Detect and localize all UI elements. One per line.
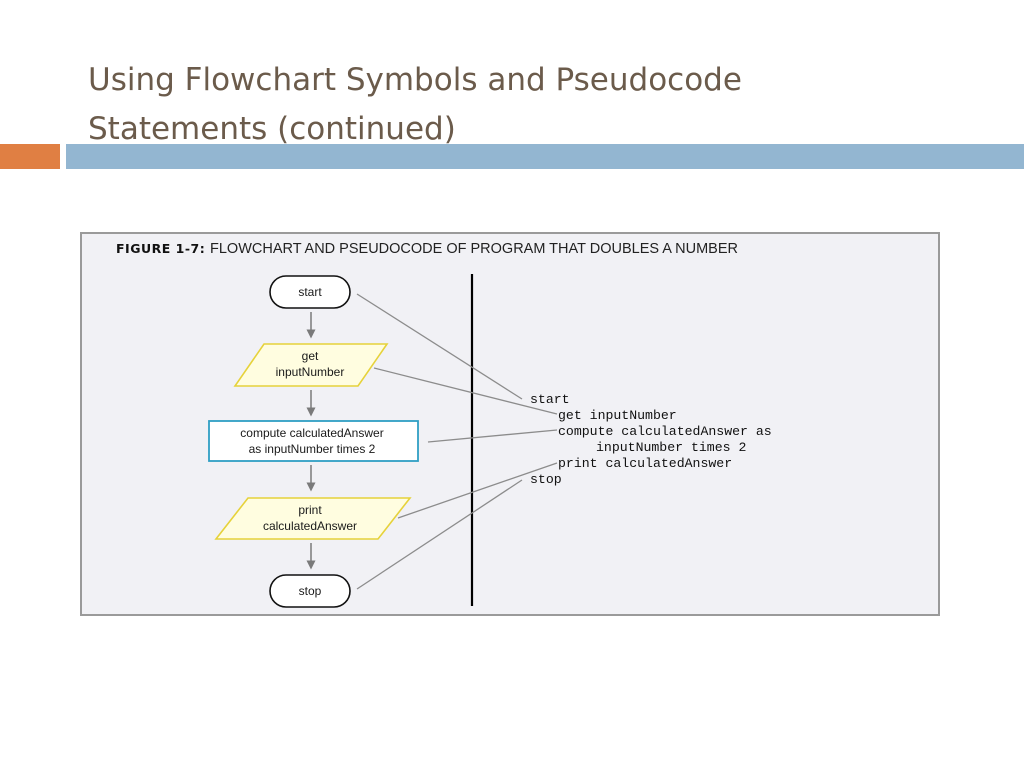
output-line2: calculatedAnswer	[263, 519, 357, 533]
process-line2: as inputNumber times 2	[249, 442, 376, 456]
slide-title-line1: Using Flowchart Symbols and Pseudocode	[88, 62, 742, 98]
input-parallelogram	[233, 343, 389, 387]
connector-process	[427, 429, 558, 443]
pseudocode-line-3: compute calculatedAnswer as	[558, 424, 772, 439]
figure-label: FIGURE 1-7:	[116, 241, 205, 256]
output-line1: print	[298, 503, 322, 517]
figure-panel: FIGURE 1-7: FLOWCHART AND PSEUDOCODE OF …	[80, 232, 940, 616]
slide-title-line2: Statements (continued)	[88, 111, 456, 147]
process-box	[208, 420, 419, 462]
pseudocode-line-2: get inputNumber	[558, 408, 677, 423]
accent-bar-blue	[66, 144, 1024, 169]
connector-input	[373, 367, 558, 415]
pseudocode-line-6: stop	[530, 472, 562, 487]
connector-stop	[356, 479, 523, 590]
pseudocode-line-4: inputNumber times 2	[596, 440, 746, 455]
process-line1: compute calculatedAnswer	[240, 426, 383, 440]
pseudocode-line-5: print calculatedAnswer	[558, 456, 732, 471]
accent-bar-orange	[0, 144, 60, 169]
stop-terminal	[269, 574, 351, 608]
start-terminal-label: start	[298, 285, 322, 299]
connector-start	[356, 293, 523, 400]
input-line2: inputNumber	[276, 365, 345, 379]
input-line1: get	[302, 349, 319, 363]
pseudocode-line-1: start	[530, 392, 570, 407]
slide-title: Using Flowchart Symbols and Pseudocode S…	[88, 56, 988, 154]
figure-caption: FLOWCHART AND PSEUDOCODE OF PROGRAM THAT…	[210, 241, 738, 257]
output-parallelogram	[214, 497, 412, 540]
start-terminal	[269, 275, 351, 309]
connector-output	[397, 462, 558, 519]
flowchart-diagram: FIGURE 1-7: FLOWCHART AND PSEUDOCODE OF …	[116, 241, 772, 608]
stop-terminal-label: stop	[299, 584, 322, 598]
